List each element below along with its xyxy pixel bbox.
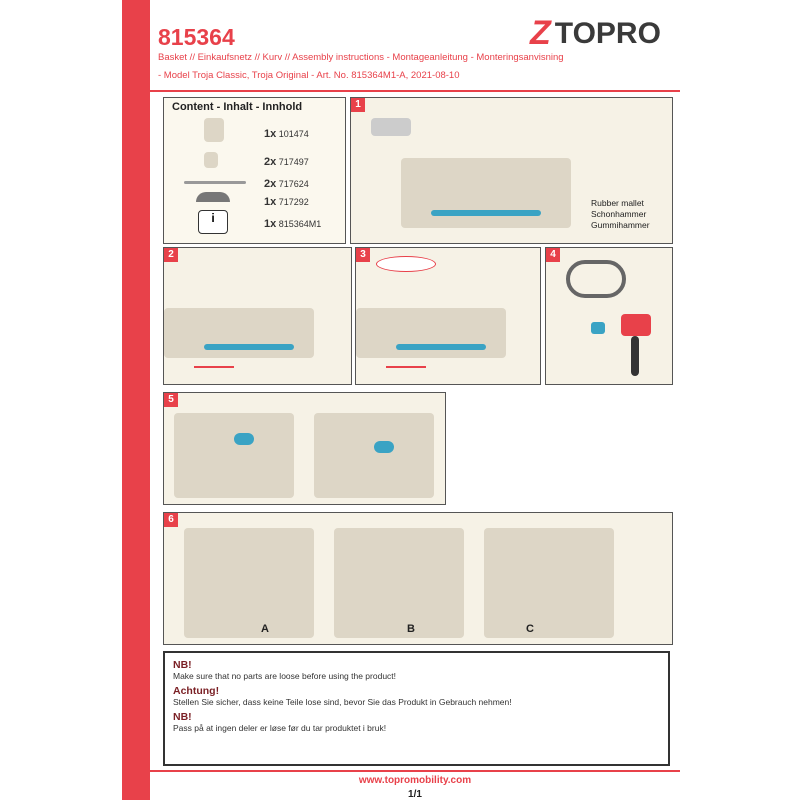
clip-part-icon [196, 192, 230, 202]
content-item: 1x 815364M1 [264, 218, 322, 230]
clip-photo-a [174, 413, 294, 498]
content-title: Content - Inhalt - Innhold [172, 101, 303, 113]
note-text: Make sure that no parts are loose before… [173, 671, 397, 681]
step-number: 3 [356, 248, 370, 262]
content-item: 2x 717624 [264, 178, 309, 190]
content-box: Content - Inhalt - Innhold 1x 101474 2x … [163, 97, 346, 244]
detail-callout [376, 256, 436, 272]
website-link[interactable]: www.topromobility.com [358, 775, 472, 786]
hand-photo [164, 308, 314, 358]
label-a: A [261, 623, 269, 635]
header-divider [150, 90, 680, 92]
red-margin-stripe [122, 0, 150, 800]
notes-box: NB! Make sure that no parts are loose be… [163, 651, 670, 766]
model-line: - Model Troja Classic, Troja Original - … [158, 70, 460, 81]
content-item: 2x 717497 [264, 156, 309, 168]
clip-photo-b [314, 413, 434, 498]
manual-info-icon: i [198, 210, 228, 234]
step-6-panel: 6 A B C [163, 512, 673, 645]
hand-photo [356, 308, 506, 358]
hand-photo [401, 158, 571, 228]
step-2-panel: 2 [163, 247, 352, 385]
subtitle: Basket // Einkaufsnetz // Kurv // Assemb… [158, 52, 564, 63]
note-heading: NB! [173, 659, 192, 671]
step-6a-photo [184, 528, 314, 638]
mallet-photo [371, 118, 411, 136]
step-number: 4 [546, 248, 560, 262]
label-c: C [526, 623, 534, 635]
rod-tool [396, 344, 486, 350]
content-item: 1x 101474 [264, 128, 309, 140]
clip-strap [374, 441, 394, 453]
step-4-panel: 4 [545, 247, 673, 385]
mallet-head [621, 314, 651, 336]
spacer-part-icon [204, 152, 218, 168]
content-item: 1x 717292 [264, 196, 309, 208]
note-heading: Achtung! [173, 685, 220, 697]
article-number: 815364 [158, 24, 235, 50]
label-b: B [407, 623, 415, 635]
rod-tool [204, 344, 294, 350]
note-heading: NB! [173, 711, 192, 723]
step-number: 2 [164, 248, 178, 262]
step-6b-photo [334, 528, 464, 638]
step-number: 5 [164, 393, 178, 407]
rod-tool [431, 210, 541, 216]
step-number: 6 [164, 513, 178, 527]
step-number: 1 [351, 98, 365, 112]
step-3-panel: 3 [355, 247, 541, 385]
rod-part-icon [184, 181, 246, 184]
step-5-panel: 5 [163, 392, 446, 505]
logo-text: TOPRO [554, 16, 661, 50]
footer-divider [150, 770, 680, 772]
arrow-right-icon [386, 366, 426, 368]
arrow-left-icon [194, 366, 234, 368]
logo-mark-icon: Z [530, 14, 551, 52]
mallet-handle [631, 336, 639, 376]
clip-strap [234, 433, 254, 445]
handle-photo [566, 260, 626, 298]
basket-part-icon [204, 118, 224, 142]
note-text: Pass på at ingen deler er løse før du ta… [173, 723, 387, 733]
page-number: 1/1 [408, 789, 422, 800]
step-6c-photo [484, 528, 614, 638]
spacer-part [591, 322, 605, 334]
note-text: Stellen Sie sicher, dass keine Teile los… [173, 697, 512, 707]
